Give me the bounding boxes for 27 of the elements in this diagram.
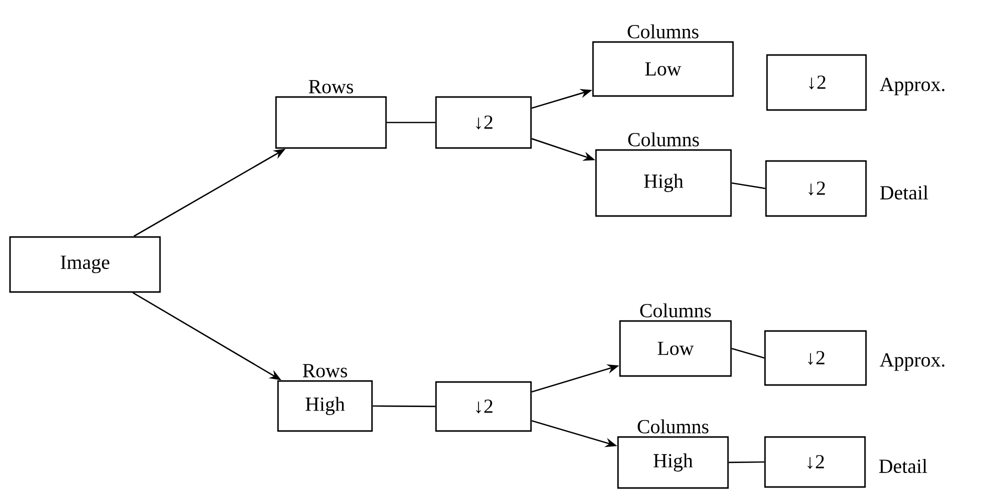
process-box: ↓2 xyxy=(764,330,867,386)
process-box: High xyxy=(277,380,373,432)
process-box: ↓2 xyxy=(435,96,532,149)
process-box: High xyxy=(595,149,732,217)
process-box: ↓2 xyxy=(765,160,867,217)
output-label: Detail xyxy=(879,458,928,474)
output-label: Approx. xyxy=(880,78,944,96)
output-label: Detail xyxy=(880,185,928,200)
heading-label: Columns xyxy=(628,24,698,38)
connector xyxy=(728,461,764,464)
process-box: Image xyxy=(9,236,161,293)
process-box: Low xyxy=(619,320,732,377)
connector xyxy=(732,182,766,190)
process-box: Low xyxy=(592,41,734,97)
heading-label: Rows xyxy=(308,80,354,94)
heading-label: Rows xyxy=(302,364,348,378)
heading-label: Columns xyxy=(628,132,699,146)
process-box: ↓2 xyxy=(435,381,532,432)
output-label: Approx. xyxy=(880,353,944,371)
connector xyxy=(732,348,764,359)
heading-label: Columns xyxy=(640,303,711,318)
connector xyxy=(386,122,436,124)
process-box: ↓2 xyxy=(766,54,867,111)
heading-label: Columns xyxy=(638,419,708,434)
process-box: High xyxy=(617,436,729,489)
process-box: ↓2 xyxy=(764,436,866,488)
connector xyxy=(372,405,436,408)
